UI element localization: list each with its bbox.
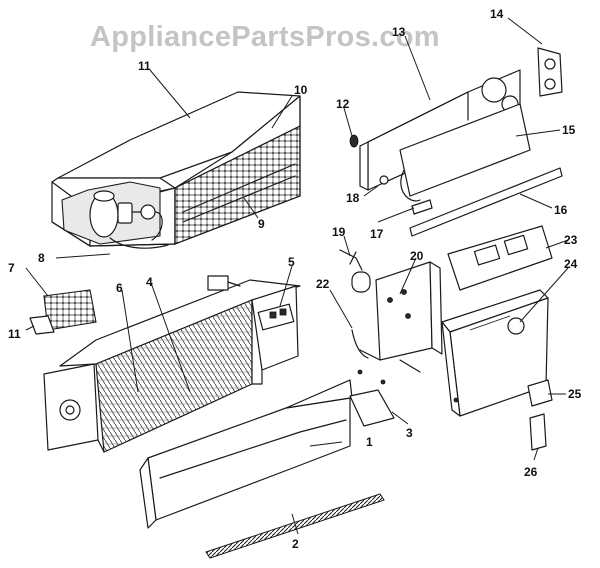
callout-22: 22 (316, 277, 330, 291)
callout-2: 2 (292, 537, 299, 551)
callout-11-top: 11 (138, 59, 151, 73)
callout-7: 7 (8, 261, 15, 275)
control-box-assembly (441, 225, 553, 451)
callout-24: 24 (564, 257, 578, 271)
callout-18: 18 (346, 191, 360, 205)
callout-3: 3 (406, 426, 413, 440)
callout-1: 1 (366, 435, 373, 449)
callout-9: 9 (258, 217, 265, 231)
front-cover-assembly (139, 379, 395, 559)
callout-19: 19 (332, 225, 346, 239)
callout-labels: 1 2 3 4 5 6 7 8 9 10 11 11 12 13 14 15 1… (8, 7, 582, 551)
main-chassis-assembly (29, 275, 301, 453)
callout-23: 23 (564, 233, 578, 247)
control-bracket-assembly (339, 249, 443, 385)
callout-20: 20 (410, 249, 424, 263)
callout-26: 26 (524, 465, 538, 479)
leader-lines (25, 17, 569, 535)
callout-25: 25 (568, 387, 582, 401)
callout-10: 10 (294, 83, 308, 97)
callout-5: 5 (288, 255, 295, 269)
callout-13: 13 (392, 25, 406, 39)
callout-8: 8 (38, 251, 45, 265)
callout-4: 4 (146, 275, 153, 289)
callout-16: 16 (554, 203, 568, 217)
upper-chassis-assembly (51, 91, 301, 249)
callout-12: 12 (336, 97, 350, 111)
right-upper-panels (349, 47, 563, 237)
callout-17: 17 (370, 227, 384, 241)
callout-6: 6 (116, 281, 123, 295)
callout-15: 15 (562, 123, 576, 137)
callout-11-left: 11 (8, 327, 21, 341)
watermark-text: AppliancePartsPros.com (90, 21, 440, 53)
callout-14: 14 (490, 7, 504, 21)
